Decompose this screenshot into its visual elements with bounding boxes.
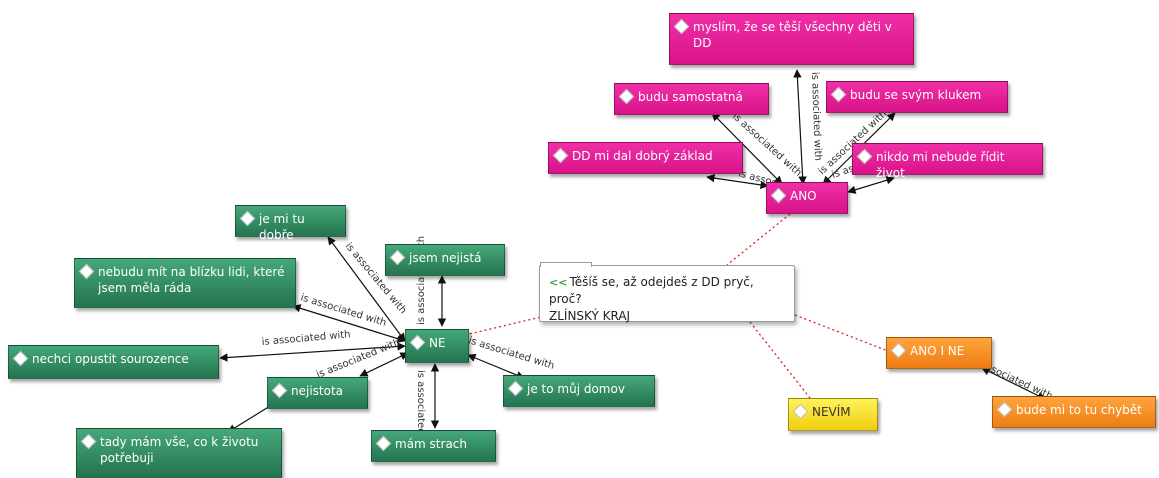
diamond-icon xyxy=(830,86,847,103)
diamond-icon xyxy=(507,380,524,397)
node-nejistota[interactable]: nejistota xyxy=(267,377,368,409)
node-mam-strach[interactable]: mám strach xyxy=(371,430,496,462)
arrow-ano-myslim xyxy=(793,69,807,185)
diamond-icon xyxy=(239,210,256,227)
diamond-icon xyxy=(80,433,97,450)
dotted-link-nevim xyxy=(749,321,811,399)
diamond-icon xyxy=(673,18,690,35)
arrow-ano-zaklad xyxy=(706,173,769,190)
diamond-icon xyxy=(890,342,907,359)
diamond-icon xyxy=(389,249,406,266)
label-ne-domov: is associated with xyxy=(467,335,555,372)
question-node[interactable]: <<Těšíš se, až odejdeš z DD pryč, proč? … xyxy=(539,262,795,323)
node-tady-mam[interactable]: tady mám vše, co k životu potřebuji xyxy=(76,428,282,478)
node-nikdo-mi[interactable]: nikdo mi nebude řídit život xyxy=(852,143,1043,180)
dotted-link-ano xyxy=(726,213,791,266)
diamond-icon xyxy=(375,435,392,452)
arrow-ne-nechci xyxy=(219,342,406,362)
label-ne-nejistota: is associated with xyxy=(315,337,402,381)
diamond-icon xyxy=(770,187,787,204)
node-ne[interactable]: NE xyxy=(405,329,469,363)
node-ano-i-ne[interactable]: ANO I NE xyxy=(886,337,992,369)
node-myslim[interactable]: myslím, že se těší všechny děti v DD xyxy=(669,13,914,65)
node-nechci[interactable]: nechci opustit sourozence xyxy=(8,345,219,379)
arrow-ne-domov xyxy=(467,353,525,380)
node-nebudu-mit[interactable]: nebudu mít na blízku lidi, které jsem mě… xyxy=(74,258,296,308)
node-jsem-nejista[interactable]: jsem nejistá xyxy=(385,244,505,276)
arrow-ano-nikdo xyxy=(847,176,895,194)
node-nevim[interactable]: NEVÍM xyxy=(788,398,878,431)
diamond-icon xyxy=(271,382,288,399)
question-text: Těšíš se, až odejdeš z DD pryč, proč? xyxy=(549,275,754,306)
arrow-ne-nejistota xyxy=(359,352,409,377)
dotted-link-ne xyxy=(464,316,542,336)
diamond-icon xyxy=(792,403,809,420)
node-je-mi-tu-dobre[interactable]: je mi tu dobře xyxy=(235,205,346,242)
diamond-icon xyxy=(78,263,95,280)
question-tab xyxy=(540,262,592,267)
label-ne-nebudu: is associated with xyxy=(299,292,387,329)
diamond-icon xyxy=(996,401,1013,418)
label-ne-nejista: is associated with xyxy=(416,236,427,325)
node-budu-se-svym[interactable]: budu se svým klukem xyxy=(826,81,1008,113)
arrow-nejistota-tady xyxy=(227,405,271,433)
label-ne-nechci: is associated with xyxy=(261,329,351,348)
diamond-icon xyxy=(552,147,569,164)
dotted-link-ano-i-ne xyxy=(794,314,889,352)
node-dd-mi-dal[interactable]: DD mi dal dobrý základ xyxy=(548,142,743,174)
node-je-to-muj[interactable]: je to můj domov xyxy=(503,375,655,407)
question-region: ZLÍNSKÝ KRAJ xyxy=(549,309,631,323)
node-budu-samostatna[interactable]: budu samostatná xyxy=(614,83,769,115)
arrow-anoine-chybet xyxy=(981,367,1046,400)
diamond-icon xyxy=(856,148,873,165)
arrow-ano-samostatna xyxy=(711,112,783,185)
quote-icon: << xyxy=(549,276,568,289)
diamond-icon xyxy=(12,350,29,367)
arrow-ne-nebudu xyxy=(292,304,406,343)
node-bude-mi[interactable]: bude mi to tu chybět xyxy=(992,396,1156,428)
node-ano[interactable]: ANO xyxy=(766,182,848,214)
diamond-icon xyxy=(618,88,635,105)
label-ne-strach: is associated with xyxy=(415,370,426,459)
diamond-icon xyxy=(409,334,426,351)
label-ano-myslim: is associated with xyxy=(809,72,823,161)
